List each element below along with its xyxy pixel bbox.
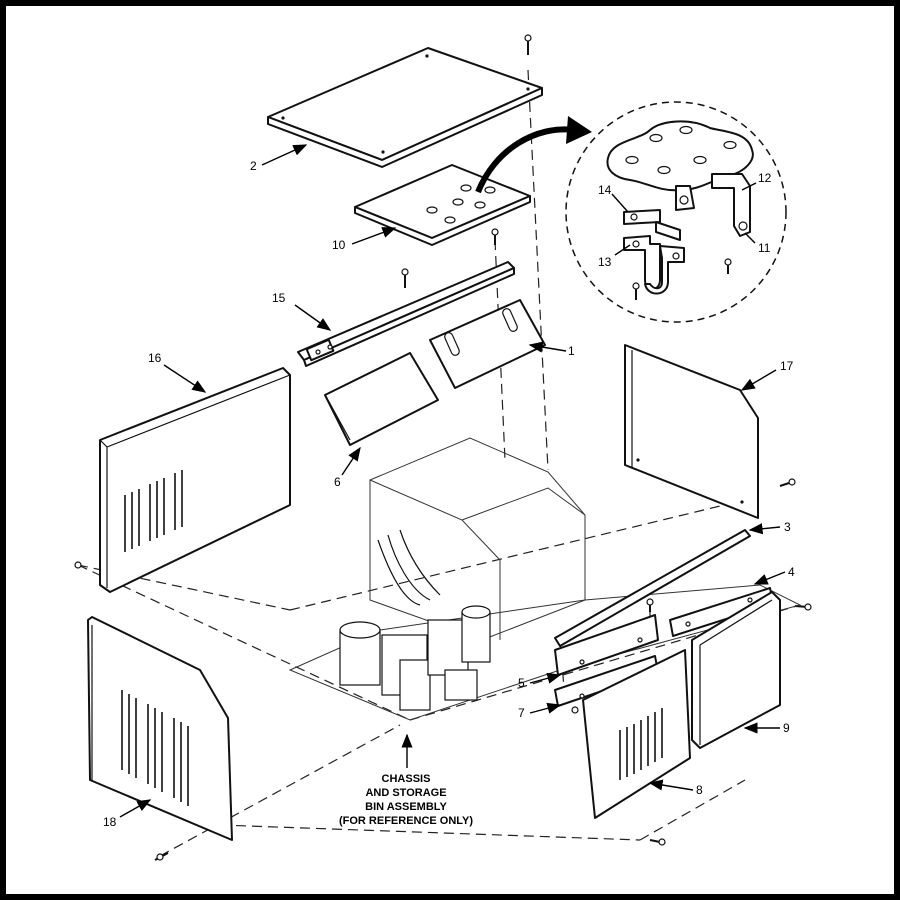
rear-panel-louvers xyxy=(121,690,189,806)
caption-line-2: AND STORAGE xyxy=(365,787,446,799)
callout-10: 10 xyxy=(332,238,346,252)
screw-bottom-right xyxy=(649,838,666,846)
part-8-louvered-panel xyxy=(582,649,691,819)
callout-3: 3 xyxy=(784,520,791,534)
left-panel-louvers xyxy=(124,470,183,552)
screw-bracket xyxy=(646,598,654,612)
callout-18: 18 xyxy=(103,815,117,829)
callout-labels: 1 2 3 4 5 6 7 8 9 10 11 12 13 14 15 16 1… xyxy=(103,159,795,829)
part-10-mounting-plate xyxy=(354,164,531,246)
callout-6: 6 xyxy=(334,475,341,489)
part-17-right-side-panel xyxy=(624,344,759,519)
callout-4: 4 xyxy=(788,565,795,579)
chassis-caption: CHASSIS AND STORAGE BIN ASSEMBLY (FOR RE… xyxy=(339,773,473,827)
part-15-rail xyxy=(297,261,515,367)
callout-16: 16 xyxy=(148,351,162,365)
detail-view-circle xyxy=(565,101,787,323)
part-2-top-cover xyxy=(267,47,543,168)
callout-5: 5 xyxy=(518,676,525,690)
caption-line-1: CHASSIS xyxy=(382,773,431,785)
callout-2: 2 xyxy=(250,159,257,173)
chassis-assembly xyxy=(288,437,802,721)
part-16-left-side-panel xyxy=(99,367,291,593)
callout-leaders xyxy=(119,144,786,818)
callout-8: 8 xyxy=(696,783,703,797)
part-9-front-panel xyxy=(691,591,781,749)
part-18-rear-panel xyxy=(87,616,233,841)
front-panel-louvers xyxy=(619,708,663,780)
callout-7: 7 xyxy=(518,706,525,720)
callout-17: 17 xyxy=(780,359,794,373)
callout-14: 14 xyxy=(598,183,612,197)
callout-15: 15 xyxy=(272,291,286,305)
part-3-rail xyxy=(554,529,751,647)
callout-12: 12 xyxy=(758,171,772,185)
caption-line-4: (FOR REFERENCE ONLY) xyxy=(339,815,473,827)
part-6-lower-panel xyxy=(324,352,439,446)
screw-top xyxy=(524,34,532,55)
screw-10 xyxy=(491,228,499,245)
screw-4 xyxy=(794,603,812,611)
screw-left xyxy=(74,561,82,569)
callout-9: 9 xyxy=(783,721,790,735)
callout-13: 13 xyxy=(598,255,612,269)
callout-1: 1 xyxy=(568,344,575,358)
callout-11: 11 xyxy=(758,241,771,255)
part-5-bracket xyxy=(554,614,659,676)
screw-fasteners xyxy=(74,34,812,861)
caption-line-3: BIN ASSEMBLY xyxy=(365,801,447,813)
part-1-upper-panel xyxy=(429,299,546,389)
screw-bottom-left xyxy=(154,852,169,861)
screw-15 xyxy=(401,268,409,288)
detail-arrow xyxy=(475,116,592,194)
screw-7 xyxy=(571,706,579,714)
screw-right xyxy=(779,478,796,487)
